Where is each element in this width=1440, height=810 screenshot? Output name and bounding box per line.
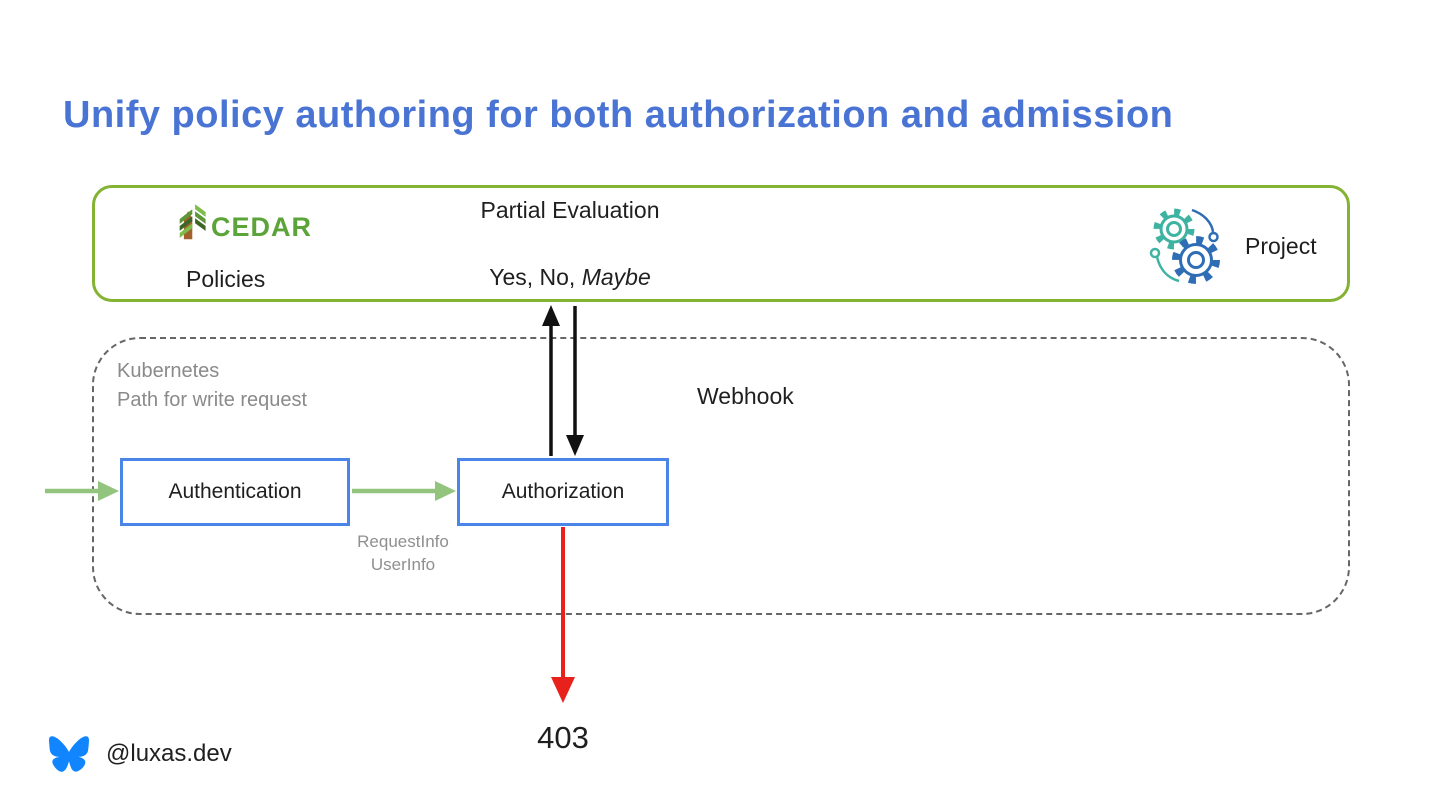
- request-user-info-label: RequestInfo UserInfo: [328, 530, 478, 576]
- authorization-box: Authorization: [457, 458, 669, 526]
- page-title: Unify policy authoring for both authoriz…: [63, 94, 1174, 136]
- http-403-label: 403: [537, 720, 589, 755]
- authentication-label: Authentication: [168, 480, 302, 503]
- webhook-label: Webhook: [697, 383, 794, 409]
- footer: @luxas.dev: [48, 734, 232, 774]
- project-label: Project: [1245, 233, 1317, 259]
- kubernetes-caption: Kubernetes Path for write request: [117, 357, 307, 415]
- answers-maybe: Maybe: [581, 264, 651, 290]
- authorization-label: Authorization: [501, 480, 625, 503]
- user-info-label: UserInfo: [370, 555, 436, 574]
- request-info-label: RequestInfo: [357, 532, 449, 551]
- cedar-logo-text: CEDAR: [210, 212, 312, 242]
- authentication-box: Authentication: [120, 458, 350, 526]
- policies-label: Policies: [186, 266, 266, 292]
- kubernetes-caption-line1: Kubernetes: [117, 360, 220, 382]
- project-gears-icon: [1146, 202, 1226, 290]
- author-handle: @luxas.dev: [106, 740, 232, 767]
- cedar-tree-icon: [179, 204, 206, 240]
- partial-evaluation-label: Partial Evaluation: [480, 197, 660, 223]
- answers-label: Yes, No, Maybe: [390, 264, 750, 291]
- kubernetes-caption-line2: Path for write request: [117, 389, 308, 411]
- cedar-logo: CEDAR: [172, 189, 312, 249]
- bluesky-butterfly-icon: [49, 736, 89, 772]
- kubernetes-panel: [92, 337, 1350, 615]
- answers-prefix: Yes, No,: [489, 264, 582, 290]
- cedar-panel: [92, 185, 1350, 302]
